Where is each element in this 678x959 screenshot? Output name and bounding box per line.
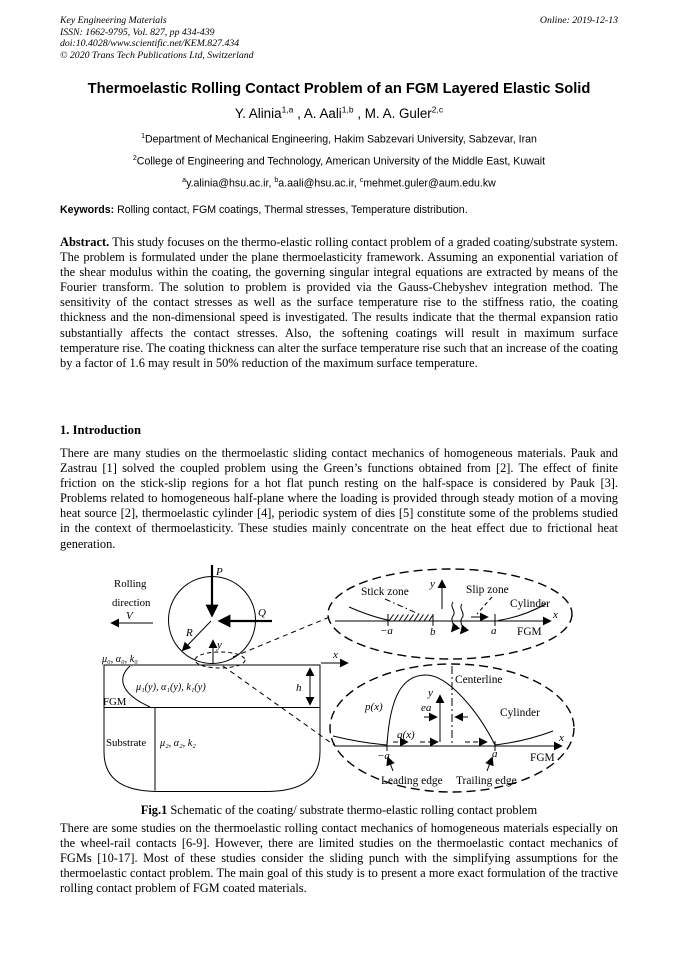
author-3: M. A. Guler2,c: [364, 105, 444, 122]
substrate-label: Substrate: [106, 737, 146, 749]
cylinder-profile-left: [348, 606, 391, 621]
inset-bottom-cylinder-label: Cylinder: [500, 707, 540, 719]
inset-top-x-label: x: [552, 609, 558, 621]
pressure-curve: [386, 674, 496, 746]
affiliation-2: 2College of Engineering and Technology, …: [132, 155, 546, 168]
rolling-direction-label-1: Rolling: [114, 578, 147, 590]
inset-bottom-a: a: [492, 748, 498, 760]
leading-edge-arrow: [386, 756, 395, 772]
keywords-text: Rolling contact, FGM coatings, Thermal s…: [114, 204, 468, 216]
inset-top-fgm-label: FGM: [517, 626, 542, 638]
abstract-text: This study focuses on the thermo-elastic…: [60, 235, 618, 370]
inset-bottom-ellipse: [329, 663, 575, 793]
journal-copyright: © 2020 Trans Tech Publications Ltd, Swit…: [60, 49, 254, 61]
trailing-edge-arrow: [485, 756, 494, 772]
author-1: Y. Alinia1,a ,: [234, 105, 304, 122]
zoom-connector-top: [232, 615, 333, 658]
leading-edge-label: Leading edge: [381, 775, 443, 787]
surface-curve-left: [332, 735, 388, 746]
inset-top-y-label: y: [429, 578, 435, 590]
figure1-schematic: Rolling direction V P Q R y μ₀, α₀, k₀ μ…: [101, 565, 575, 793]
keywords-label: Keywords:: [60, 204, 115, 216]
substrate-properties-label: μ₂, α₂, k₂: [159, 738, 196, 749]
stick-zone-label: Stick zone: [361, 586, 409, 598]
shear-label: q(x): [397, 729, 415, 741]
gradient-profile-curve: [122, 665, 151, 708]
paper-title: Thermoelastic Rolling Contact Problem of…: [87, 81, 591, 97]
inset-top-ellipse: [327, 568, 573, 660]
author-emails: ay.alinia@hsu.ac.ir, ba.aali@hsu.ac.ir, …: [182, 177, 496, 190]
substrate-block-outline: [103, 664, 321, 792]
fgm-layer-label: FGM: [103, 696, 127, 708]
inset-top-cylinder-label: Cylinder: [510, 598, 550, 610]
inset-top-b: b: [430, 626, 436, 638]
inset-top-a: a: [491, 625, 497, 637]
figure-caption-text: Schematic of the coating/ substrate ther…: [167, 803, 538, 817]
journal-doi: doi:10.4028/www.scientific.net/KEM.827.4…: [60, 38, 240, 50]
velocity-label: V: [126, 610, 134, 622]
main-x-label: x: [332, 649, 338, 661]
keywords-line: Keywords: Rolling contact, FGM coatings,…: [60, 204, 618, 216]
journal-issn-volume: ISSN: 1662-9795, Vol. 827, pp 434-439: [60, 26, 215, 38]
main-schematic: Rolling direction V P Q R y μ₀, α₀, k₀ μ…: [101, 565, 349, 792]
tangential-force-label: Q: [258, 607, 266, 619]
figure-caption: Fig.1 Schematic of the coating/ substrat…: [0, 803, 678, 818]
slip-zone-pointer: [476, 596, 493, 615]
journal-name: Key Engineering Materials: [60, 15, 167, 26]
inset-bottom-fgm-label: FGM: [530, 752, 555, 764]
stick-zone-hatching: [387, 614, 434, 626]
stick-zone-pointer: [384, 598, 422, 616]
figure-caption-label: Fig.1: [140, 803, 168, 817]
pressure-label: p(x): [364, 701, 383, 713]
centerline-label: Centerline: [455, 674, 502, 686]
abstract-paragraph: Abstract. This study focuses on the ther…: [60, 235, 618, 371]
author-2: A. Aali1,b ,: [303, 105, 365, 122]
slip-zone-label: Slip zone: [466, 584, 509, 596]
coating-properties-label: μ₁(y), α₁(y), k₁(y): [135, 682, 206, 693]
trailing-edge-label: Trailing edge: [456, 775, 517, 787]
inset-contact-zones: x y Stick zone Slip zone Cylinder: [327, 568, 573, 660]
normal-force-label: P: [215, 566, 223, 578]
surface-properties-label: μ₀, α₀, k₀: [101, 654, 138, 665]
introduction-paragraph-2: There are some studies on the thermoelas…: [60, 821, 618, 896]
wavy-break-symbol: [450, 601, 470, 635]
inset-bottom-y-label: y: [427, 687, 433, 699]
radius-label: R: [185, 627, 193, 639]
affiliation-1: 1Department of Mechanical Engineering, H…: [141, 133, 537, 146]
online-date: Online: 2019-12-13: [539, 15, 618, 26]
inset-bottom-x-label: x: [558, 732, 564, 744]
zoom-connector-bottom: [222, 665, 335, 746]
section-heading-introduction: 1. Introduction: [60, 423, 141, 437]
authors-line: Y. Alinia1,a , A. Aali1,b , M. A. Guler2…: [0, 105, 678, 121]
inset-top-minus-a: −a: [380, 625, 393, 637]
abstract-label: Abstract.: [60, 235, 110, 249]
journal-header: Key Engineering Materials ISSN: 1662-979…: [60, 15, 618, 61]
introduction-paragraph-1: There are many studies on the thermoelas…: [60, 446, 618, 551]
radius-arrow: [181, 620, 212, 652]
cylinder-profile-right: [497, 603, 547, 621]
eccentricity-label: ea: [421, 702, 432, 714]
surface-curve-right: [494, 730, 554, 746]
inset-pressure-distribution: x Centerline p(x) y ea Cylinder q(x) −a …: [329, 663, 575, 793]
thickness-label: h: [296, 682, 302, 694]
rolling-direction-label-2: direction: [112, 597, 151, 609]
main-y-label: y: [216, 639, 222, 651]
contact-zoom-ellipse: [194, 651, 246, 669]
